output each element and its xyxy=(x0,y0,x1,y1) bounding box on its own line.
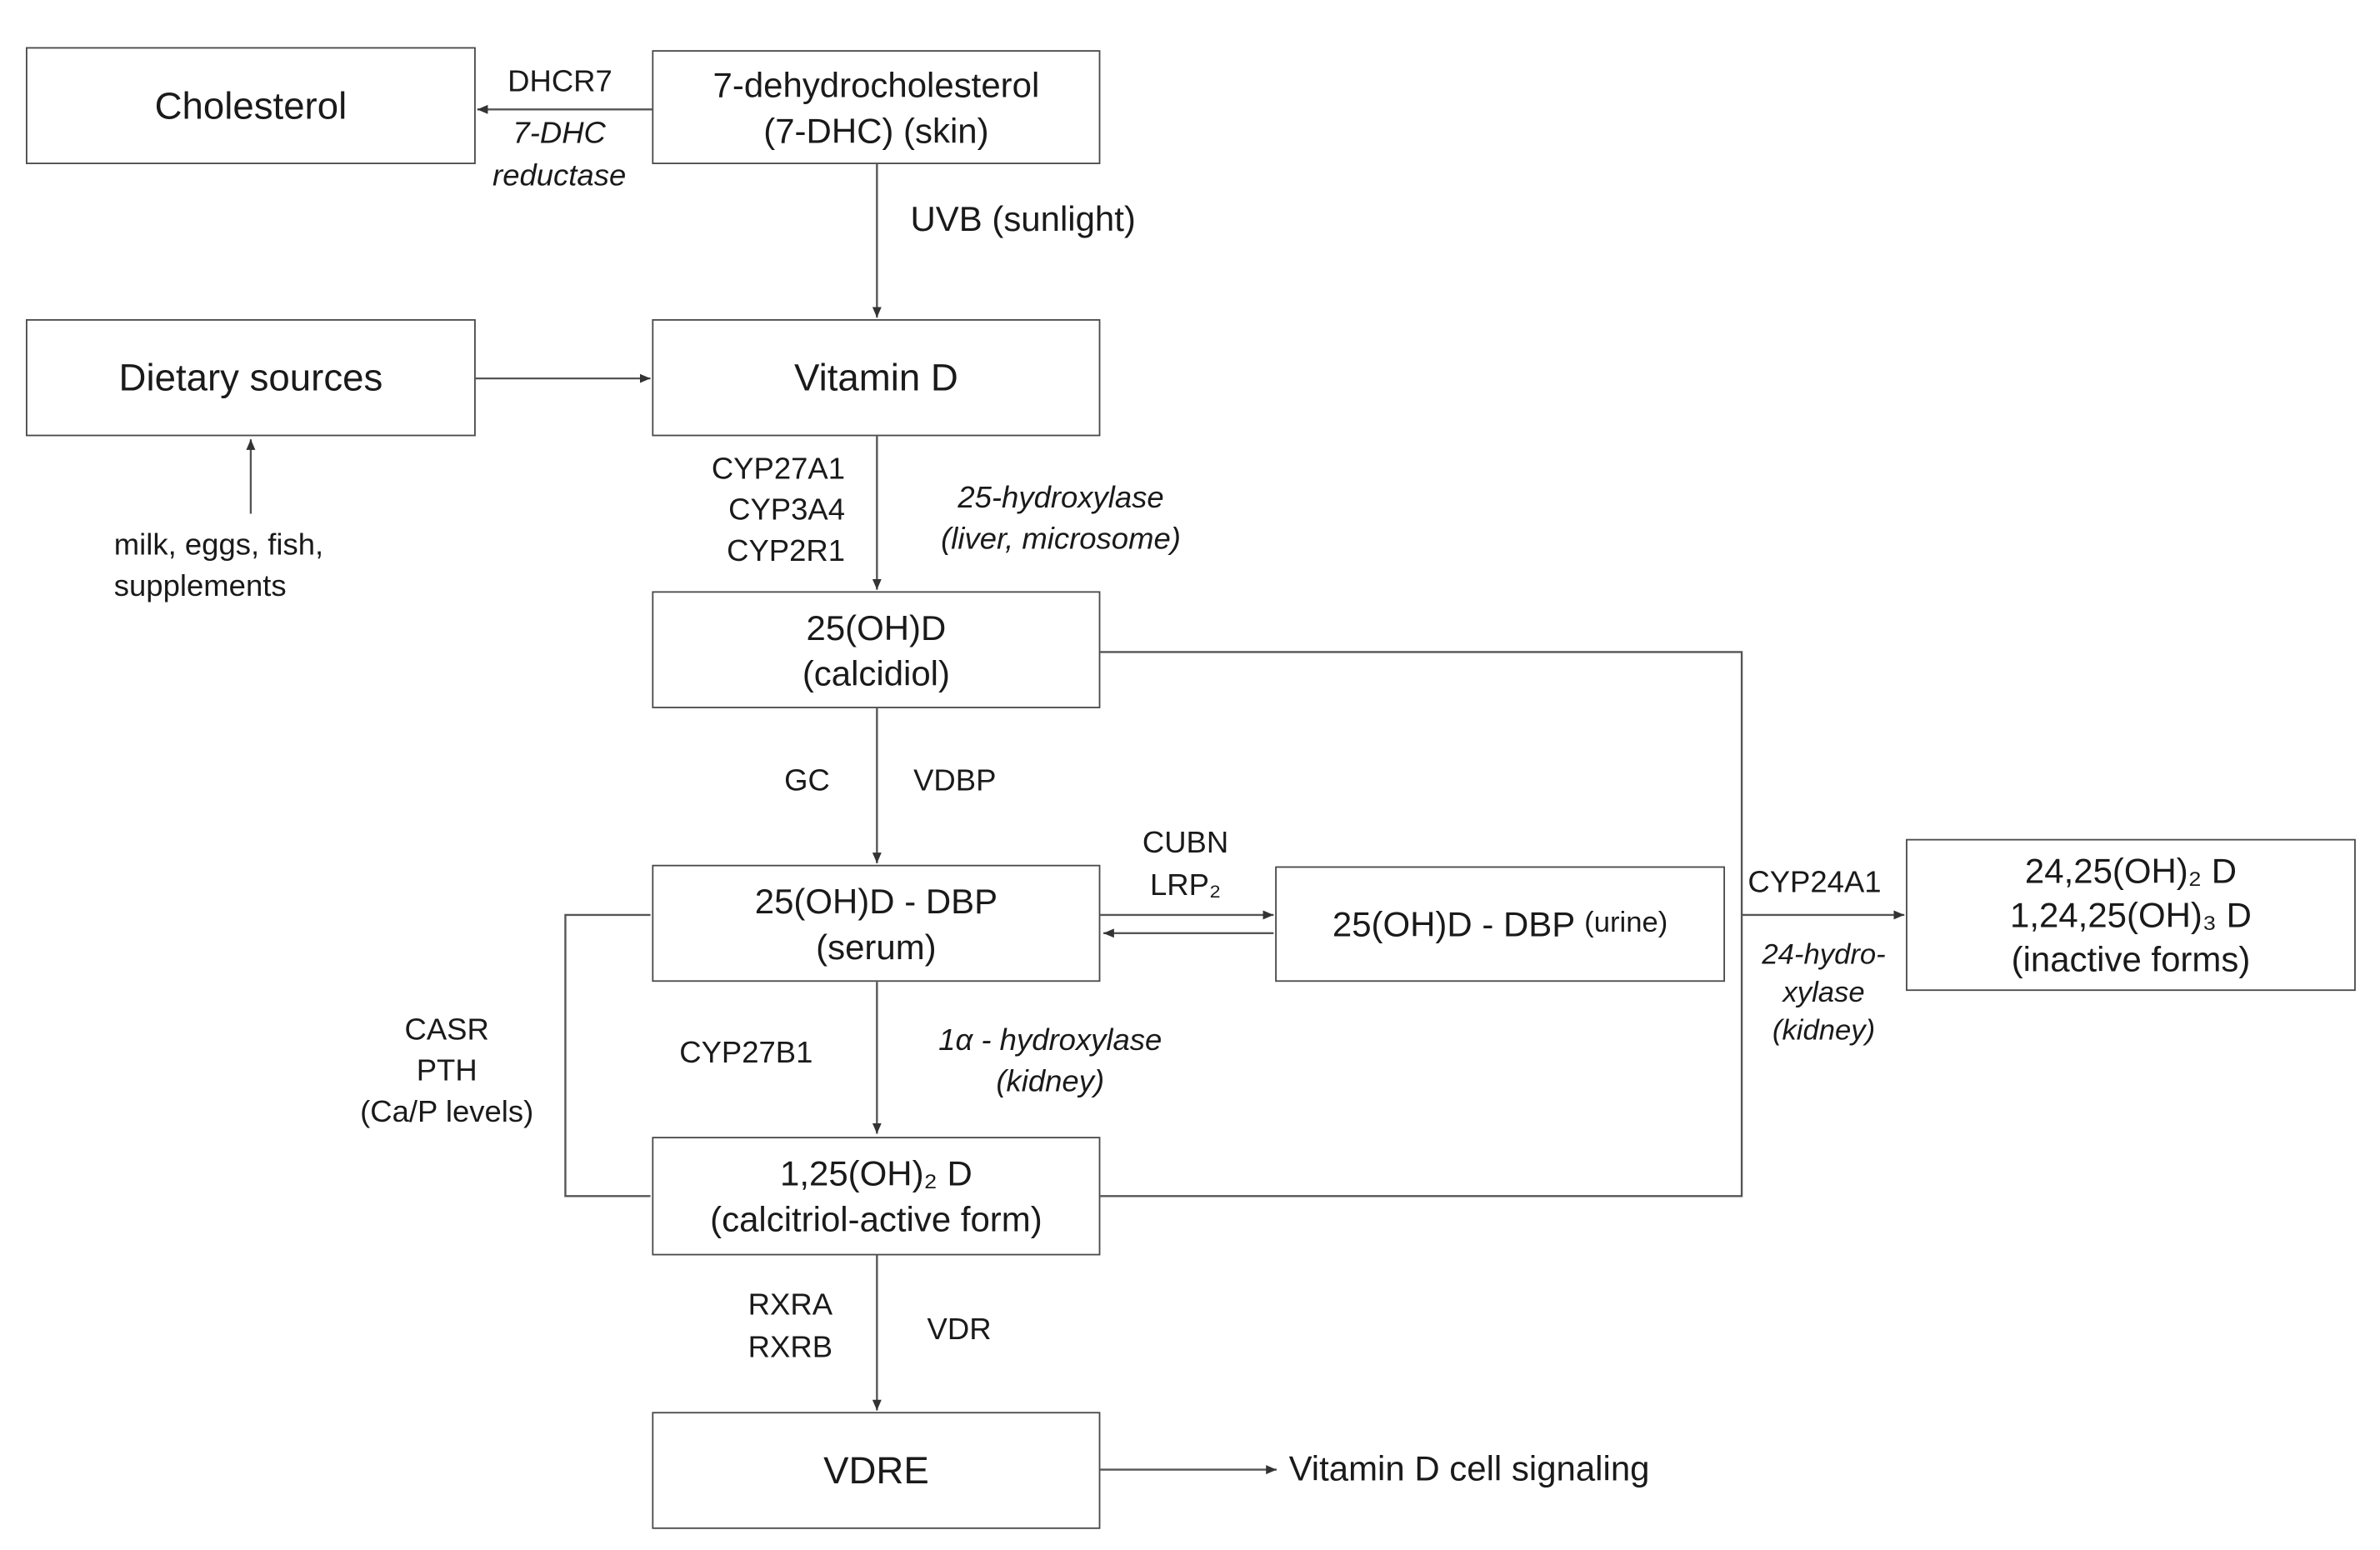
rxr-line2: RXRB xyxy=(748,1331,833,1365)
calcidiol-box: 25(OH)D (calcidiol) xyxy=(652,591,1101,708)
cholesterol-label: Cholesterol xyxy=(154,84,348,128)
line-calcidiol-to-cyp24a1 xyxy=(1100,651,1743,1198)
cyp-genes-label: CYP27A1 CYP3A4 CYP2R1 xyxy=(653,450,845,573)
rxr-line1: RXRA xyxy=(748,1288,833,1322)
hydroxylase1a-line2: (kidney) xyxy=(996,1065,1105,1099)
hydroxylase25-label: 25-hydroxylase (liver, microsome) xyxy=(878,478,1243,560)
cyp27b1-label: CYP27B1 xyxy=(679,1036,813,1070)
calcidiol-line1: 25(OH)D xyxy=(806,607,947,648)
hydroxylase1a-label: 1α - hydroxylase (kidney) xyxy=(891,1022,1210,1103)
dietary-sources-box: Dietary sources xyxy=(26,318,476,437)
cyp-line2: CYP3A4 xyxy=(728,493,846,528)
dbp-urine-box: 25(OH)D - DBP (urine) xyxy=(1275,866,1726,982)
inactive-line2: 1,24,25(OH)₃ D xyxy=(2010,894,2252,934)
vdre-label: VDRE xyxy=(823,1448,929,1492)
inactive-line1: 24,25(OH)₂ D xyxy=(2024,850,2238,890)
reductase-label: 7-DHC reductase xyxy=(474,112,644,198)
hydroxylase24-line3: (kidney) xyxy=(1772,1015,1876,1048)
line-serum-calcitriol-feedback xyxy=(564,913,651,1198)
dbp-serum-line2: (serum) xyxy=(816,926,937,967)
hydroxylase25-line1: 25-hydroxylase xyxy=(958,482,1164,516)
vdre-box: VDRE xyxy=(652,1412,1101,1529)
cubn-label: CUBN LRP₂ xyxy=(1109,822,1261,908)
rxr-label: RXRA RXRB xyxy=(729,1284,851,1369)
cholesterol-box: Cholesterol xyxy=(26,47,476,164)
dbp-urine-main: 25(OH)D - DBP xyxy=(1332,904,1576,944)
calcitriol-line1: 1,25(OH)₂ D xyxy=(780,1153,972,1193)
food-line1: milk, eggs, fish, xyxy=(113,528,324,562)
calcitriol-box: 1,25(OH)₂ D (calcitriol-active form) xyxy=(652,1137,1101,1256)
dietary-sources-label: Dietary sources xyxy=(118,356,383,399)
dbp-urine-suffix: (urine) xyxy=(1584,907,1668,940)
casr-line1: CASR xyxy=(404,1013,489,1048)
uvb-label: UVB (sunlight) xyxy=(910,198,1136,239)
inactive-forms-box: 24,25(OH)₂ D 1,24,25(OH)₃ D (inactive fo… xyxy=(1906,838,2356,992)
seven-dhc-box: 7-dehydrocholesterol (7-DHC) (skin) xyxy=(652,50,1101,164)
reductase-line1: 7-DHC xyxy=(512,117,606,151)
cubn-line1: CUBN xyxy=(1142,827,1229,861)
calcidiol-line2: (calcidiol) xyxy=(802,652,950,692)
hydroxylase1a-line1: 1α - hydroxylase xyxy=(938,1024,1162,1058)
cell-signaling-label: Vitamin D cell signaling xyxy=(1288,1448,1650,1488)
seven-dhc-line2: (7-DHC) (skin) xyxy=(763,110,989,150)
cyp24a1-label: CYP24A1 xyxy=(1748,866,1882,900)
dbp-serum-box: 25(OH)D - DBP (serum) xyxy=(652,864,1101,982)
dbp-serum-line1: 25(OH)D - DBP xyxy=(754,880,998,921)
cyp-line3: CYP2R1 xyxy=(727,534,846,569)
food-line2: supplements xyxy=(113,569,287,604)
vdr-label: VDR xyxy=(927,1312,992,1347)
hydroxylase24-line2: xylase xyxy=(1782,977,1865,1010)
vitamin-d-label: Vitamin D xyxy=(793,356,958,399)
inactive-line3: (inactive forms) xyxy=(2011,938,2251,978)
casr-line2: PTH xyxy=(416,1054,478,1088)
hydroxylase25-line2: (liver, microsome) xyxy=(941,522,1181,557)
gc-label: GC xyxy=(784,764,830,798)
hydroxylase24-line1: 24-hydro- xyxy=(1762,939,1886,972)
reductase-line2: reductase xyxy=(492,159,627,193)
vdbp-label: VDBP xyxy=(913,764,997,798)
food-sources-label: milk, eggs, fish, supplements xyxy=(114,526,323,608)
seven-dhc-line1: 7-dehydrocholesterol xyxy=(712,64,1040,104)
calcitriol-line2: (calcitriol-active form) xyxy=(710,1198,1042,1239)
cubn-line2: LRP₂ xyxy=(1149,869,1222,903)
casr-line3: (Ca/P levels) xyxy=(360,1095,534,1130)
casr-label: CASR PTH (Ca/P levels) xyxy=(328,1011,566,1134)
cyp-line1: CYP27A1 xyxy=(711,452,846,487)
dhcr7-label: DHCR7 xyxy=(508,65,612,99)
vitamin-d-box: Vitamin D xyxy=(652,318,1101,437)
hydroxylase24-label: 24-hydro- xylase (kidney) xyxy=(1742,936,1906,1050)
